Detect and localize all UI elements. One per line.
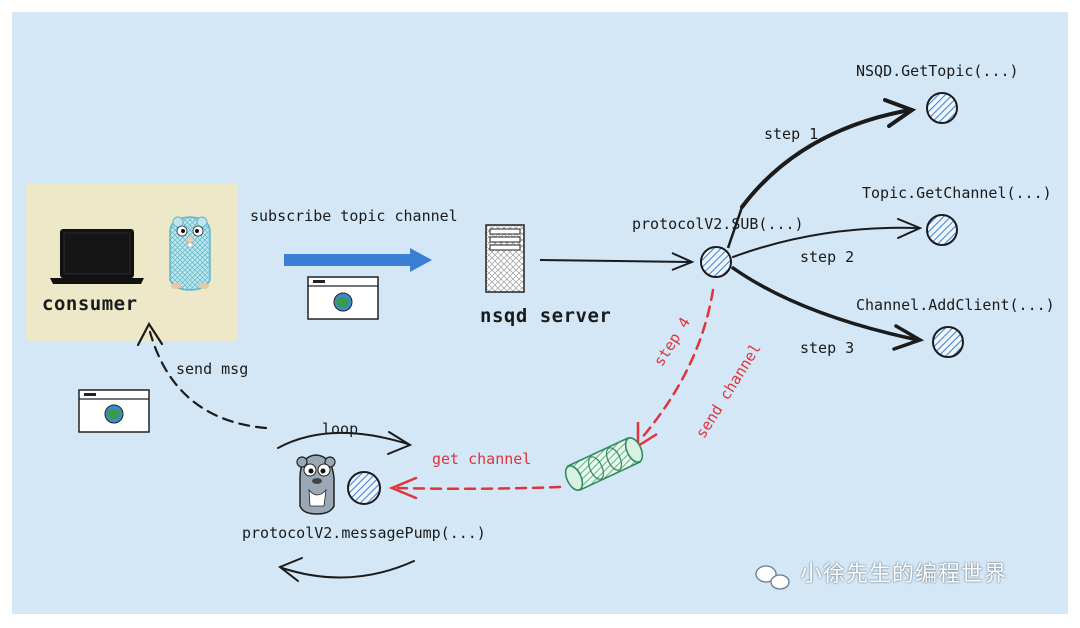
step1-arrow [740, 98, 917, 209]
consumer-label: consumer [42, 293, 138, 315]
get-channel-red-label: get channel [432, 450, 532, 468]
server-label: nsqd server [480, 305, 612, 327]
step3-label: step 3 [800, 339, 855, 357]
step2-label: step 2 [800, 248, 855, 266]
step1-label: step 1 [764, 125, 819, 143]
sub-function-circle [700, 246, 732, 278]
add-client-label: Channel.AddClient(...) [856, 296, 1055, 314]
gopher-pump-icon [296, 454, 336, 515]
get-channel-circle [926, 214, 958, 246]
loop-label: loop [322, 420, 359, 438]
step1-arrow-stem [726, 206, 744, 249]
get-channel-label: Topic.GetChannel(...) [862, 184, 1052, 202]
step2-arrow [732, 218, 923, 258]
loop-arrow-top [277, 431, 413, 455]
get-channel-arrow [388, 476, 562, 500]
message-pump-label: protocolV2.messagePump(...) [242, 524, 486, 542]
loop-arrow-bottom [278, 557, 415, 582]
step4-arrowhead [636, 422, 658, 449]
browser-window-icon-message [78, 389, 150, 433]
add-client-circle [932, 326, 964, 358]
channel-pipe-icon [564, 436, 644, 492]
send-msg-arrow [136, 321, 268, 430]
gopher-mascot-icon [169, 216, 211, 291]
get-topic-label: NSQD.GetTopic(...) [856, 62, 1019, 80]
browser-window-icon [307, 276, 379, 320]
sub-function-label: protocolV2.SUB(...) [632, 215, 804, 233]
subscribe-label: subscribe topic channel [250, 207, 458, 225]
server-to-sub-arrow [539, 252, 695, 271]
get-topic-circle [926, 92, 958, 124]
step4-arrow [638, 288, 715, 442]
message-pump-circle [347, 471, 381, 505]
subscribe-arrow [284, 248, 432, 272]
watermark-text: 小徐先生的编程世界 [800, 562, 1008, 587]
server-icon [485, 224, 525, 293]
laptop-icon [50, 229, 144, 284]
step3-arrow [731, 266, 925, 351]
send-msg-label: send msg [176, 360, 249, 378]
wechat-icon [755, 565, 790, 590]
